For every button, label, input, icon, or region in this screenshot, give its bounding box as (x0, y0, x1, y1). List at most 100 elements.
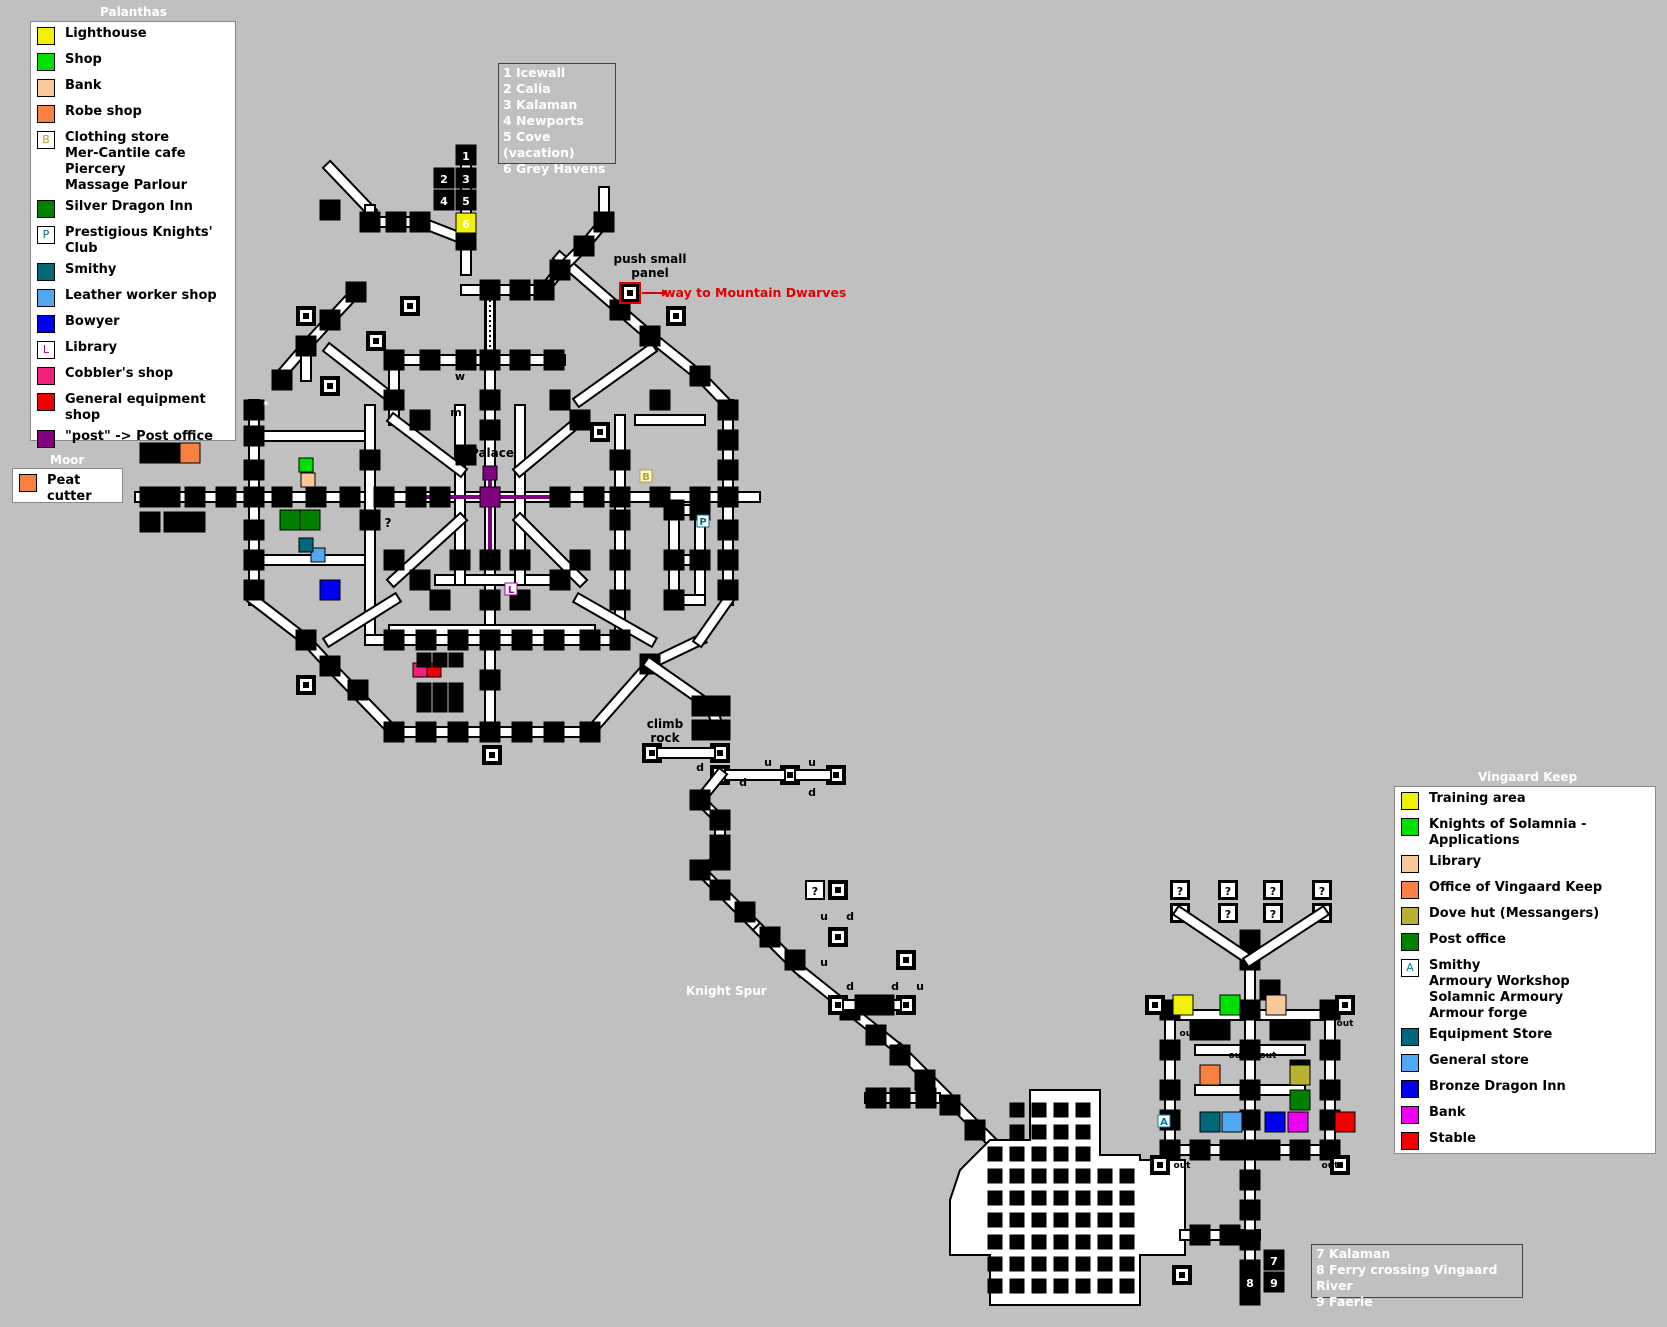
palanthas-legend-item: Cobbler's shop (37, 366, 229, 387)
vingaard-legend-item: Office of Vingaard Keep (1401, 880, 1649, 901)
dwarves-arrow-head (662, 289, 668, 297)
knight-spur-label: Knight Spur (686, 984, 767, 998)
path-segment (694, 594, 734, 646)
vingaard-legend-swatch (1401, 933, 1419, 951)
room (1119, 1278, 1135, 1294)
unknown-room-mark: ? (385, 516, 392, 530)
room (987, 1234, 1003, 1250)
palanthas-legend-swatch (37, 393, 55, 411)
room (1031, 1256, 1047, 1272)
room (433, 167, 455, 189)
room (243, 459, 265, 481)
exit-destination: 5 Cove (vacation) (503, 129, 575, 160)
push-panel-label: push small panel (613, 252, 687, 280)
room (319, 655, 341, 677)
room (1159, 1039, 1181, 1061)
exit-room-core (835, 887, 841, 893)
moor-legend-label: Peat cutter (47, 473, 92, 504)
room (549, 259, 571, 281)
room (914, 1069, 936, 1091)
vingaard-legend-label: Bank (1429, 1105, 1466, 1120)
room (243, 519, 265, 541)
room (639, 325, 661, 347)
room (479, 589, 501, 611)
tower-inner (1221, 883, 1235, 897)
room (1075, 1190, 1091, 1206)
vingaard-legend-label: Smithy (1429, 958, 1481, 973)
room (717, 486, 739, 508)
room (759, 926, 781, 948)
room (479, 549, 501, 571)
smithy-mark: A (1160, 1117, 1168, 1128)
exit-number: 6 (462, 218, 470, 231)
room (1119, 1256, 1135, 1272)
room (1219, 1224, 1241, 1246)
room (987, 1278, 1003, 1294)
m-mark: m (450, 406, 461, 419)
room (1289, 1089, 1311, 1111)
room (429, 486, 451, 508)
vingaard-legend-sublabel: Armour forge (1429, 1006, 1528, 1021)
room (479, 349, 501, 371)
moor-legend-swatch (19, 474, 37, 492)
clothing-store-mark: B (642, 472, 650, 483)
exit-room-core (835, 934, 841, 940)
room (865, 1087, 887, 1109)
vingaard-legend-label: Training area (1429, 791, 1526, 806)
room (455, 144, 477, 166)
room (509, 279, 531, 301)
clothing-store-marker (639, 469, 653, 483)
room (159, 486, 181, 508)
room (1053, 1278, 1069, 1294)
path-segment (388, 514, 466, 586)
vingaard-legend-swatch (1401, 907, 1419, 925)
palanthas-legend-item: Silver Dragon Inn (37, 199, 229, 220)
room (609, 509, 631, 531)
path-segment (1174, 907, 1256, 966)
room (479, 669, 501, 691)
room (939, 1094, 961, 1116)
room (734, 901, 756, 923)
out-label: out (1229, 1051, 1247, 1061)
palanthas-legend-swatch: P (37, 226, 55, 244)
room (1009, 1168, 1025, 1184)
palanthas-legend-swatch (37, 27, 55, 45)
room (1031, 1190, 1047, 1206)
exit-destination: 3 Kalaman (503, 97, 578, 112)
room (345, 281, 367, 303)
room (1221, 1111, 1243, 1133)
room (1334, 1111, 1356, 1133)
room (543, 721, 565, 743)
exit-number: 5 (462, 195, 470, 208)
room (1053, 1190, 1069, 1206)
vingaard-legend-item: Post office (1401, 932, 1649, 953)
room (298, 457, 314, 473)
room (987, 1190, 1003, 1206)
room (987, 1168, 1003, 1184)
vingaard-legend-label: Library (1429, 854, 1482, 869)
palanthas-legend-label: General equipment shop (65, 392, 206, 423)
vingaard-legend-item: General store (1401, 1053, 1649, 1074)
room (609, 486, 631, 508)
room (1031, 1102, 1047, 1118)
direction-u: u (808, 756, 816, 769)
room (416, 652, 432, 668)
room (1009, 1190, 1025, 1206)
room (689, 549, 711, 571)
vingaard-legend-item: Library (1401, 854, 1649, 875)
room (1097, 1278, 1113, 1294)
room (415, 721, 437, 743)
room (1239, 1039, 1261, 1061)
vingaard-legend-item: Training area (1401, 791, 1649, 812)
room (1319, 1039, 1341, 1061)
room (649, 389, 671, 411)
vingaard-legend-label: Office of Vingaard Keep (1429, 880, 1603, 895)
palanthas-legend-item: "post" -> Post office (37, 429, 229, 450)
room (609, 629, 631, 651)
exit-room-core (627, 290, 633, 296)
palanthas-legend-swatch (37, 263, 55, 281)
vingaard-legend-label: Bronze Dragon Inn (1429, 1079, 1566, 1094)
